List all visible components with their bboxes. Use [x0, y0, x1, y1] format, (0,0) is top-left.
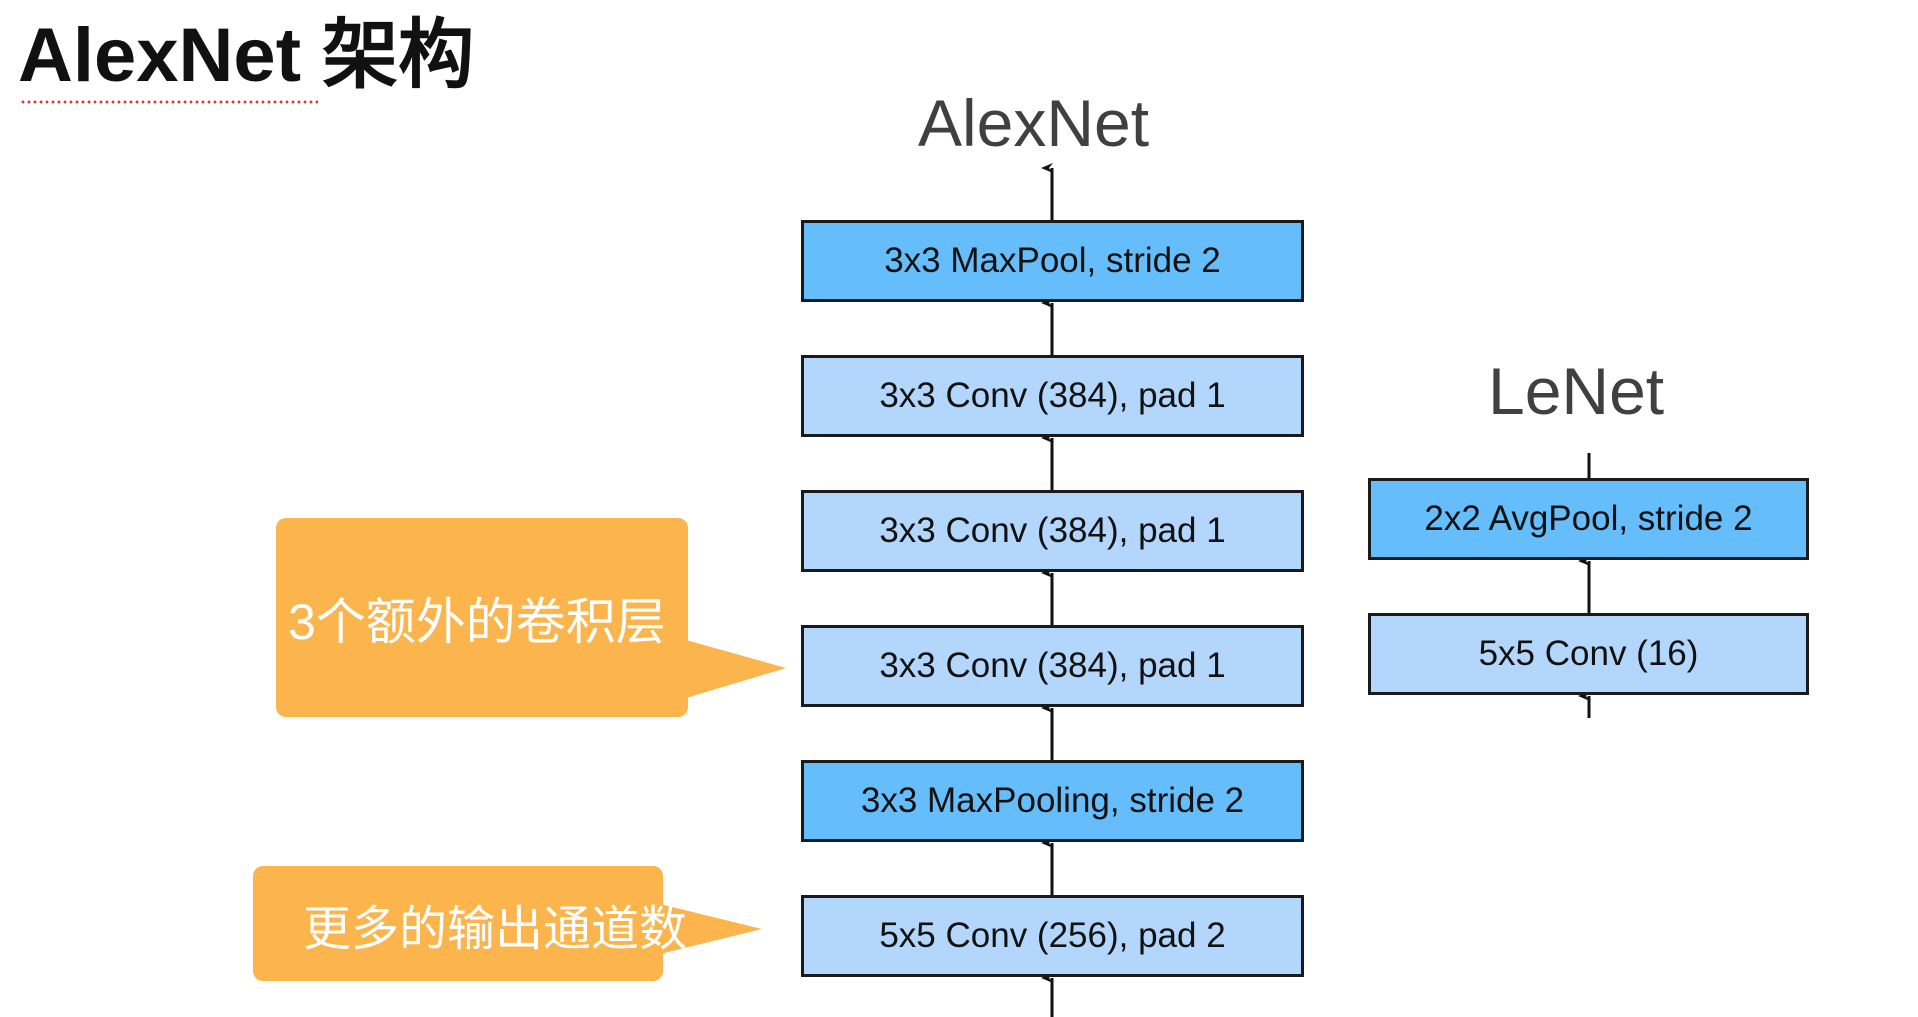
layer-label: 2x2 AvgPool, stride 2	[1424, 499, 1753, 538]
callout-extra-conv-layers: 3个额外的卷积层	[276, 518, 688, 717]
alexnet-layer-conv-256: 5x5 Conv (256), pad 2	[801, 895, 1304, 977]
layer-label: 5x5 Conv (16)	[1478, 634, 1699, 673]
layer-label: 3x3 Conv (384), pad 1	[879, 646, 1226, 685]
lenet-layer-conv-16: 5x5 Conv (16)	[1368, 613, 1809, 695]
logo-fragment: ▬▬▬ ▬ ●	[1684, 1004, 1918, 1017]
alexnet-layer-conv-384-1: 3x3 Conv (384), pad 1	[801, 625, 1304, 707]
layer-label: 3x3 MaxPool, stride 2	[884, 241, 1221, 280]
alexnet-layer-conv-384-3: 3x3 Conv (384), pad 1	[801, 355, 1304, 437]
alexnet-title: AlexNet	[918, 86, 1150, 160]
lenet-layer-avgpool: 2x2 AvgPool, stride 2	[1368, 478, 1809, 560]
callout-more-channels-tail	[660, 904, 762, 954]
callout-more-channels: 更多的输出通道数	[253, 866, 687, 981]
layer-label: 3x3 MaxPooling, stride 2	[860, 781, 1245, 820]
layer-label: 3x3 Conv (384), pad 1	[879, 511, 1226, 550]
layer-label: 5x5 Conv (256), pad 2	[879, 916, 1226, 955]
callout-text: 更多的输出通道数	[303, 902, 688, 956]
alexnet-layer-conv-384-2: 3x3 Conv (384), pad 1	[801, 490, 1304, 572]
layer-label: 3x3 Conv (384), pad 1	[879, 376, 1226, 415]
callout-extra-conv-tail	[686, 640, 786, 698]
lenet-title: LeNet	[1488, 354, 1665, 428]
spellcheck-underline	[20, 100, 318, 104]
page-title: AlexNet 架构	[18, 13, 475, 98]
alexnet-layer-maxpooling: 3x3 MaxPooling, stride 2	[801, 760, 1304, 842]
alexnet-layer-maxpool-top: 3x3 MaxPool, stride 2	[801, 220, 1304, 302]
callout-text: 3个额外的卷积层	[288, 593, 666, 650]
